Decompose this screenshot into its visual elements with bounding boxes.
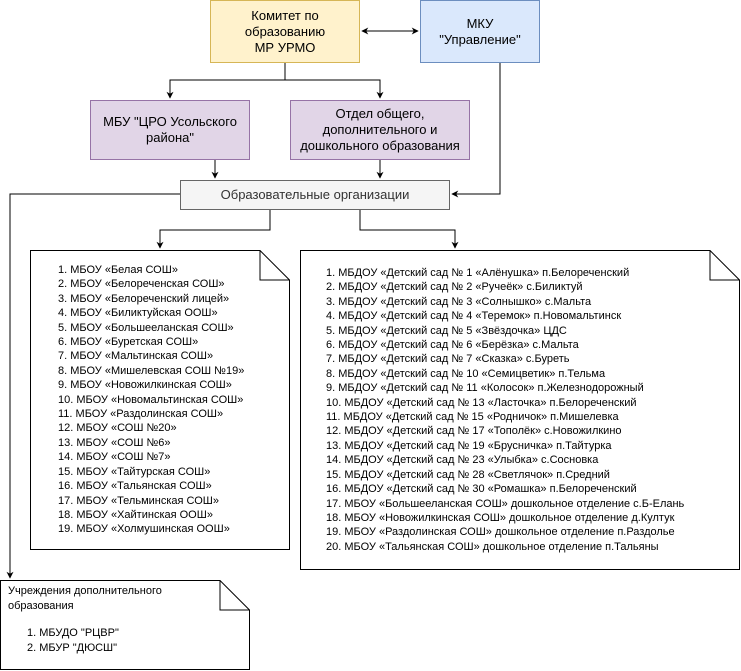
school-item: 17. МБОУ «Тельминская СОШ»: [58, 494, 220, 507]
connector-committee-dept: [285, 79, 384, 99]
school-item: 3. МБОУ «Белореченский лицей»: [58, 292, 230, 305]
organizations-node: Образовательные организации: [180, 180, 450, 210]
school-item: 7. МБОУ «Мальтинская СОШ»: [58, 350, 214, 363]
extra-education-item: 1. МБУДО "РЦВР": [27, 627, 119, 639]
school-item: 4. МБОУ «Биликтуйская ООШ»: [58, 307, 218, 320]
kindergarten-item: 18. МБОУ «Новожилкинская СОШ» дошкольное…: [326, 511, 675, 524]
kindergarten-item: 4. МБДОУ «Детский сад № 4 «Теремок» п.Но…: [326, 310, 622, 323]
kindergarten-item: 2. МБДОУ «Детский сад № 2 «Ручеёк» с.Бил…: [326, 281, 583, 294]
connector-mku-orgs: [451, 63, 501, 198]
schools-note: 1. МБОУ «Белая СОШ» 2. МБОУ «Белореченска…: [30, 250, 290, 550]
kindergartens-note: 1. МБДОУ «Детский сад № 1 «Алёнушка» п.Б…: [300, 250, 740, 570]
kindergarten-item: 9. МБДОУ «Детский сад № 11 «Колосок» п.Ж…: [326, 382, 644, 395]
note-shape: [30, 250, 290, 550]
kindergarten-item: 20. МБОУ «Тальянская СОШ» дошкольное отд…: [326, 540, 659, 553]
note-shape: [0, 580, 250, 670]
kindergarten-item: 16. МБДОУ «Детский сад № 30 «Ромашка» п.…: [326, 483, 637, 496]
school-item: 8. МБОУ «Мишелевская СОШ №19»: [58, 364, 245, 377]
connector-committee-cro: [166, 63, 286, 99]
kindergarten-item: 6. МБДОУ «Детский сад № 6 «Берёзка» с.Ма…: [326, 339, 579, 352]
school-item: 6. МБОУ «Буретская СОШ»: [58, 336, 199, 349]
note-shape: [300, 250, 740, 570]
kindergarten-item: 8. МБДОУ «Детский сад № 10 «Семицветик» …: [326, 367, 606, 380]
kindergarten-item: 3. МБДОУ «Детский сад № 3 «Солнышко» с.М…: [326, 295, 592, 308]
school-item: 9. МБОУ «Новожилкинская СОШ»: [58, 379, 232, 392]
connector-orgs-kindergartens: [359, 210, 459, 249]
committee-node: Комитет по образованию МР УРМО: [210, 0, 360, 63]
school-item: 14. МБОУ «СОШ №7»: [58, 451, 171, 464]
kindergarten-item: 5. МБДОУ «Детский сад № 5 «Звёздочка» ЦД…: [326, 324, 567, 337]
school-item: 2. МБОУ «Белореченская СОШ»: [58, 278, 225, 291]
school-item: 1. МБОУ «Белая СОШ»: [58, 264, 178, 276]
extra-education-title: Учреждения дополнительного образования: [8, 585, 162, 612]
school-item: 13. МБОУ «СОШ №6»: [58, 436, 171, 449]
extra-education-note: Учреждения дополнительного образования 1…: [0, 580, 250, 670]
extra-education-list: 1. МБУДО "РЦВР" 2. МБУР "ДЮСШ": [0, 614, 250, 656]
mku-node: МКУ "Управление": [420, 0, 540, 63]
school-item: 12. МБОУ «СОШ №20»: [58, 422, 177, 435]
kindergarten-item: 17. МБОУ «Большееланская СОШ» дошкольное…: [326, 497, 685, 510]
kindergarten-item: 12. МБДОУ «Детский сад № 17 «Тополёк» с.…: [326, 425, 622, 438]
department-node: Отдел общего, дополнительного и дошкольн…: [290, 100, 470, 160]
school-item: 16. МБОУ «Тальянская СОШ»: [58, 480, 212, 493]
school-item: 15. МБОУ «Тайтурская СОШ»: [58, 465, 211, 478]
kindergarten-item: 15. МБДОУ «Детский сад № 28 «Светлячок» …: [326, 468, 610, 481]
connector-orgs-schools: [156, 210, 271, 249]
kindergarten-item: 19. МБОУ «Раздолинская СОШ» дошкольное о…: [326, 526, 675, 539]
kindergarten-item: 14. МБДОУ «Детский сад № 23 «Улыбка» с.С…: [326, 454, 599, 467]
connector-orgs-extra: [6, 193, 180, 579]
school-item: 5. МБОУ «Большееланская СОШ»: [58, 321, 234, 334]
kindergarten-item: 13. МБДОУ «Детский сад № 19 «Брусничка» …: [326, 439, 612, 452]
kindergarten-item: 11. МБДОУ «Детский сад № 15 «Родничок» п…: [326, 411, 619, 424]
school-item: 10. МБОУ «Новомальтинская СОШ»: [58, 393, 244, 406]
kindergarten-item: 1. МБДОУ «Детский сад № 1 «Алёнушка» п.Б…: [326, 267, 630, 279]
kindergarten-item: 7. МБДОУ «Детский сад № 7 «Сказка» с.Бур…: [326, 353, 570, 366]
school-item: 18. МБОУ «Хайтинская ООШ»: [58, 508, 213, 521]
kindergartens-list: 1. МБДОУ «Детский сад № 1 «Алёнушка» п.Б…: [300, 250, 740, 554]
extra-education-item: 2. МБУР "ДЮСШ": [27, 642, 118, 654]
kindergarten-item: 10. МБДОУ «Детский сад № 13 «Ласточка» п…: [326, 396, 637, 409]
school-item: 19. МБОУ «Холмушинская ООШ»: [58, 523, 230, 536]
school-item: 11. МБОУ «Раздолинская СОШ»: [58, 408, 224, 421]
cro-node: МБУ "ЦРО Усольского района": [90, 100, 250, 160]
schools-list: 1. МБОУ «Белая СОШ» 2. МБОУ «Белореченска…: [30, 250, 290, 537]
